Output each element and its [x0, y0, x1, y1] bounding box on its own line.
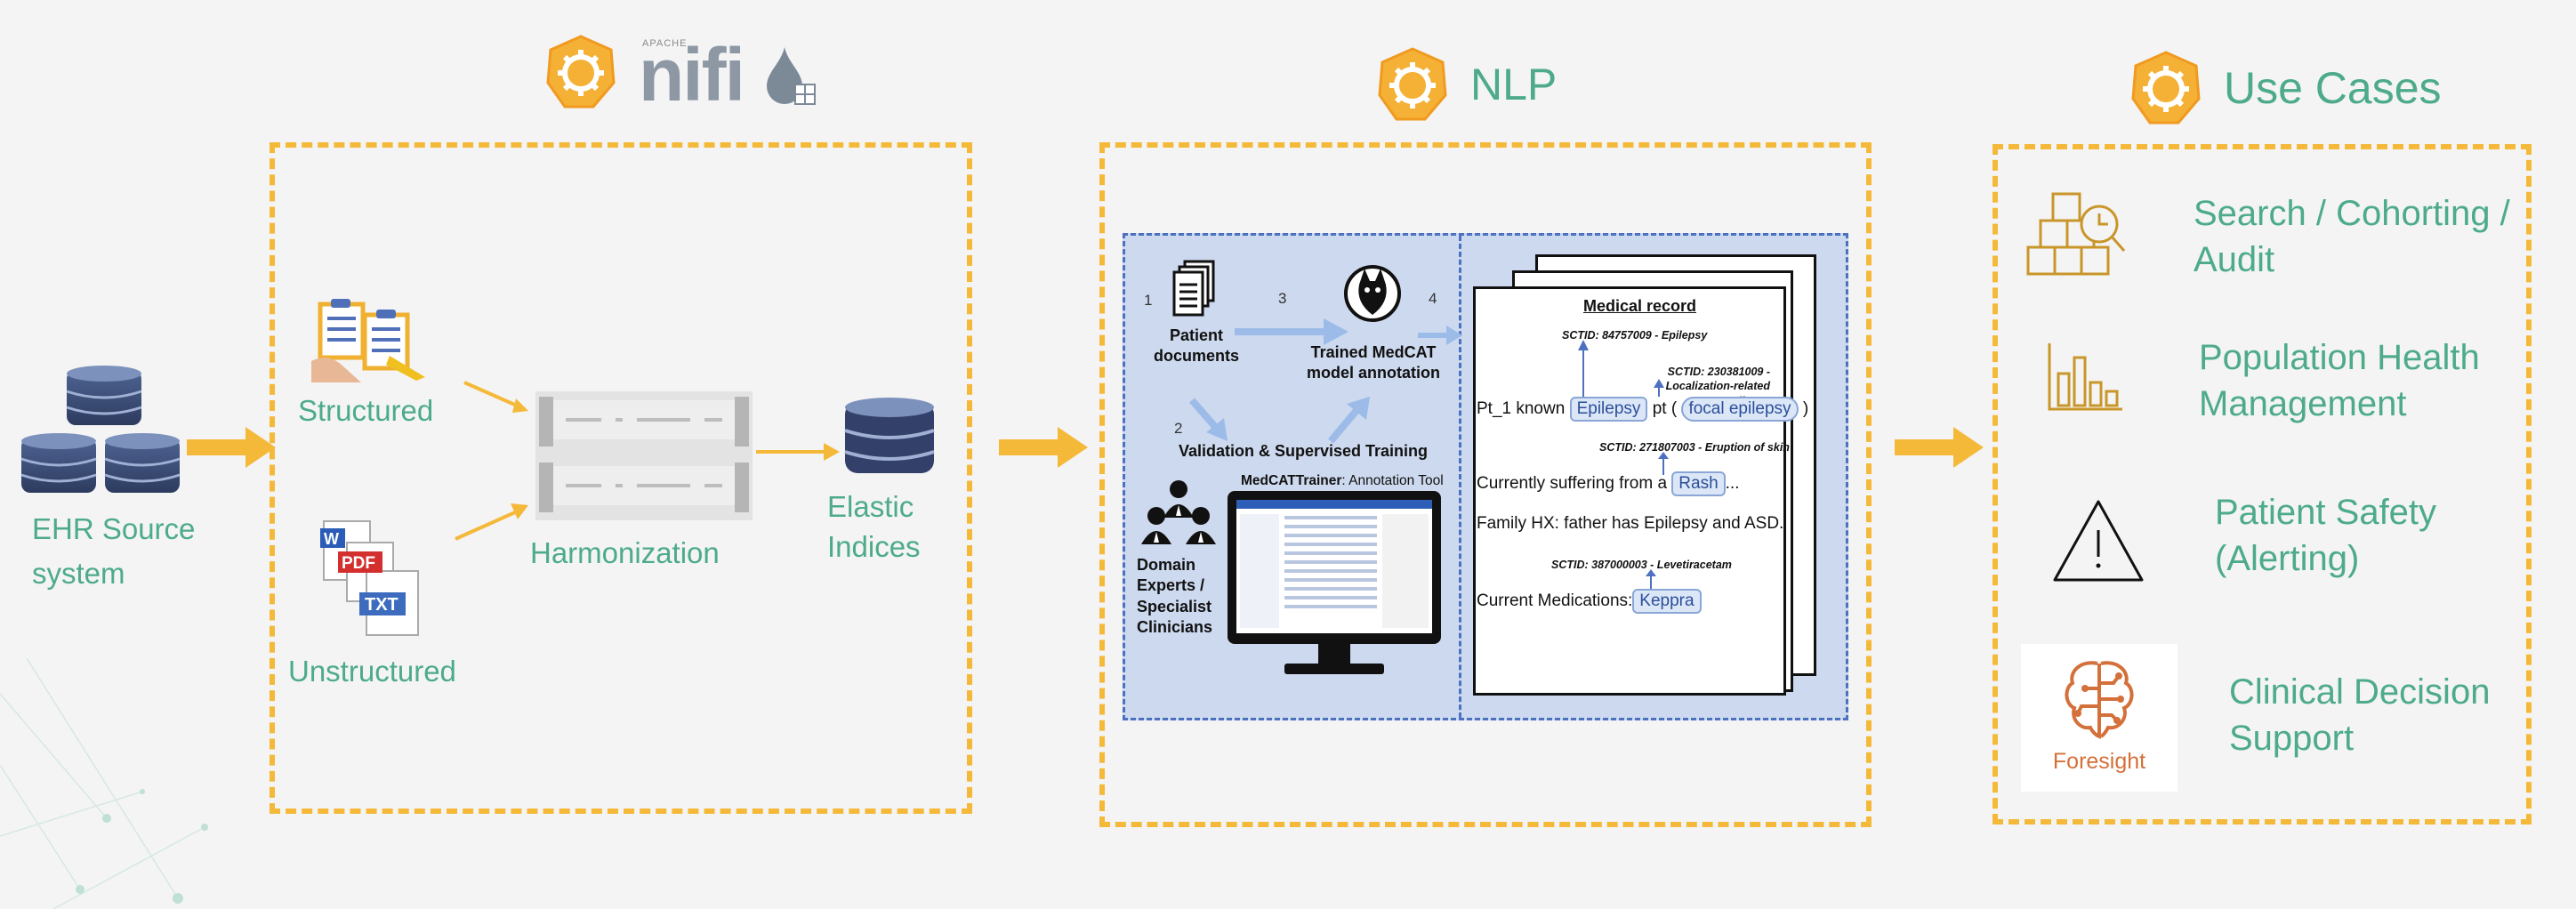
use-case-population: Population Health Management [2199, 334, 2480, 427]
arrow-structured-to-harmonize [463, 381, 528, 413]
arrow-harmonize-to-elastic [756, 443, 840, 461]
record-line-3: Family HX: father has Epilepsy and ASD. [1477, 514, 1784, 533]
arrow-ehr-to-ingest [187, 427, 276, 468]
unstructured-files-icon: W PDF TXT [320, 520, 419, 636]
record-line2-post: ... [1725, 474, 1740, 493]
harmonization-label: Harmonization [530, 536, 720, 569]
record-title: Medical record [1583, 297, 1697, 315]
use-case-search-l1: Search / Cohorting / [2194, 194, 2510, 233]
medcattrainer-rest: : Annotation Tool [1341, 473, 1444, 488]
unstructured-label: Unstructured [288, 655, 456, 688]
foresight-label: Foresight [2052, 749, 2146, 774]
panel-divider [1459, 236, 1461, 718]
arrow-ingest-to-nlp [999, 427, 1088, 468]
medical-record-page [1473, 286, 1786, 696]
annotation-pointer-3 [1646, 569, 1656, 591]
medcattrainer-caption: MedCATTrainer: Annotation Tool [1241, 473, 1444, 489]
ehr-database-icon [20, 366, 181, 493]
use-case-clinical-decision-l2: Support [2229, 719, 2355, 758]
arrow-model-to-record [1418, 326, 1462, 345]
annotation-tool-monitor-icon [1228, 491, 1441, 674]
experts-icon [1141, 480, 1216, 544]
warning-icon [2053, 500, 2144, 582]
annotation-focal-epilepsy[interactable]: focal epilepsy [1681, 397, 1799, 422]
arrow-unstructured-to-harmonize [455, 503, 528, 541]
step-3: 3 [1278, 290, 1287, 307]
patient-documents-label: Patient documents [1153, 326, 1239, 365]
annotation-keppra[interactable]: Keppra [1632, 589, 1702, 614]
nifi-drop-icon [767, 47, 816, 105]
record-line-1: Pt_1 known Epilepsy pt ( focal epilepsy … [1477, 397, 1808, 422]
step-1: 1 [1144, 292, 1153, 309]
annotation-epilepsy[interactable]: Epilepsy [1569, 397, 1648, 422]
word-file-tag: W [324, 530, 339, 548]
cogstack-logo-icon [2131, 51, 2201, 125]
medcat-logo-icon [1344, 265, 1401, 322]
arrow-docs-to-validation [1188, 398, 1228, 441]
structured-docs-icon [311, 299, 425, 382]
record-line4-pre: Current Medications: [1477, 591, 1633, 610]
arrow-docs-to-model [1235, 318, 1348, 345]
record-line1-pre: Pt_1 known [1477, 399, 1566, 418]
nlp-box [1099, 142, 1872, 827]
use-case-search-l2: Audit [2194, 240, 2275, 279]
sctid-levetiracetam: SCTID: 387000003 - Levetiracetam [1551, 559, 1732, 571]
use-case-patient-safety-l2: (Alerting) [2215, 539, 2360, 578]
arrow-validation-to-model [1327, 397, 1370, 444]
medcattrainer-bold: MedCATTrainer [1241, 473, 1342, 488]
trained-model-label: Trained MedCAT model annotation [1307, 343, 1440, 382]
use-case-patient-safety-l1: Patient Safety [2215, 493, 2437, 532]
step-2: 2 [1174, 420, 1183, 437]
use-case-search: Search / Cohorting / Audit [2194, 190, 2510, 283]
record-line1-mid: pt [1652, 399, 1667, 418]
nifi-brand: nifi [639, 33, 745, 117]
header-nlp: NLP [1374, 46, 1557, 123]
header-nifi: APACHE nifi [543, 33, 825, 117]
structured-label: Structured [298, 394, 434, 427]
experts-label: Domain Experts / Specialist Clinicians [1137, 556, 1213, 637]
use-case-population-l1: Population Health [2199, 338, 2480, 377]
bar-chart-icon [2048, 343, 2122, 411]
use-case-patient-safety: Patient Safety (Alerting) [2215, 489, 2436, 582]
use-case-clinical-decision: Clinical Decision Support [2229, 669, 2490, 761]
cogstack-logo-icon [1378, 47, 1447, 121]
ingestion-box [270, 142, 972, 814]
network-decoration [0, 658, 208, 909]
pdf-file-tag: PDF [342, 554, 375, 573]
patient-documents-icon [1172, 260, 1215, 317]
sctid-epilepsy: SCTID: 84757009 - Epilepsy [1562, 329, 1708, 342]
record-line1-paren-open: ( [1670, 399, 1678, 418]
record-line1-paren-close: ) [1802, 399, 1809, 418]
brain-icon [2065, 661, 2134, 739]
annotation-rash[interactable]: Rash [1671, 471, 1726, 496]
sctid-eruption-skin: SCTID: 271807003 - Eruption of skin [1599, 441, 1790, 454]
elastic-label: Elastic Indices [827, 487, 934, 567]
use-case-clinical-decision-l1: Clinical Decision [2229, 672, 2491, 712]
arrow-nlp-to-use-cases [1895, 427, 1984, 468]
nifi-brand-small: APACHE [642, 38, 688, 49]
ehr-source-label: EHR Source system [32, 512, 196, 590]
use-cases-title: Use Cases [2224, 63, 2442, 113]
step-4: 4 [1429, 290, 1437, 307]
annotation-pointers-1 [1578, 340, 1664, 397]
validation-label: Validation & Supervised Training [1178, 442, 1429, 460]
annotation-pointer-2 [1658, 452, 1669, 475]
foresight-tile: Foresight [2021, 644, 2178, 792]
elastic-database-icon [844, 398, 935, 473]
search-boxes-icon [2026, 192, 2126, 276]
record-line2-pre: Currently suffering from a [1477, 474, 1668, 493]
use-cases-box [1992, 144, 2532, 825]
header-use-cases: Use Cases [2128, 50, 2442, 126]
elastic-label-text: Elastic Indices [827, 490, 921, 563]
cogstack-logo-icon [546, 35, 616, 109]
use-case-population-l2: Management [2199, 384, 2407, 423]
nlp-title: NLP [1470, 60, 1558, 109]
record-line-4: Current Medications:Keppra [1477, 589, 1702, 614]
txt-file-tag: TXT [365, 595, 398, 615]
record-line-2: Currently suffering from a Rash... [1477, 471, 1740, 496]
harmonization-icon [535, 391, 753, 520]
